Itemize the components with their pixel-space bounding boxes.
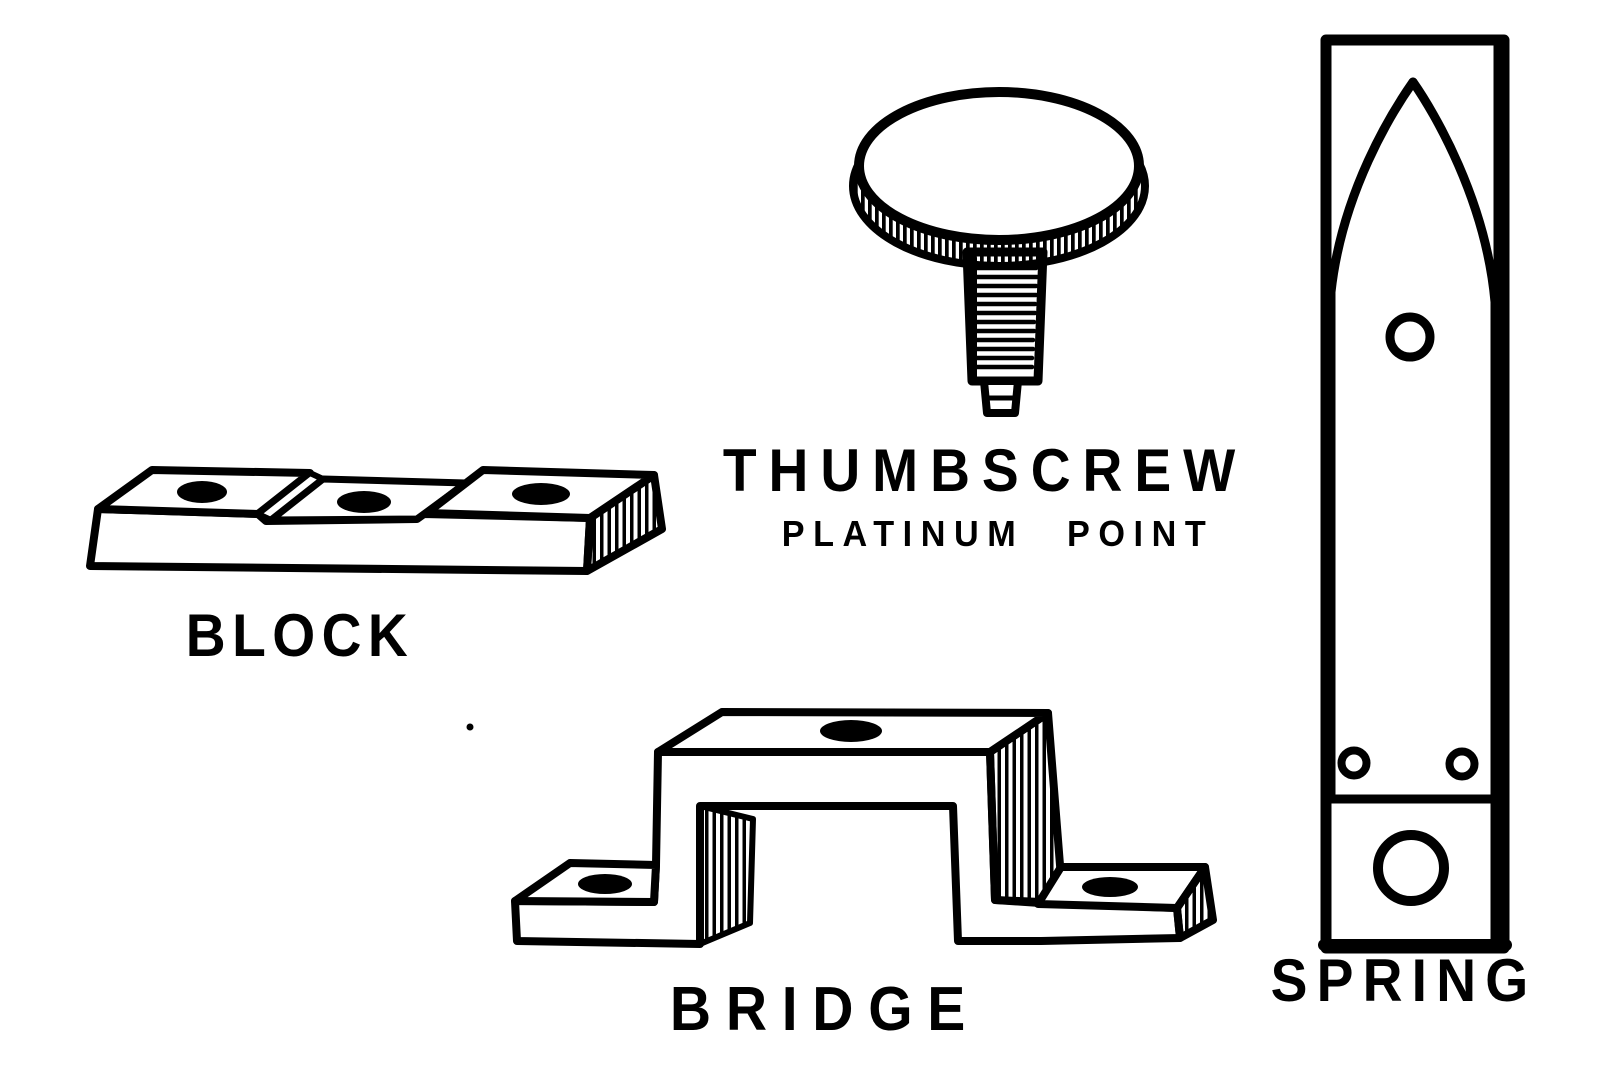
- bridge-hole-right-foot: [1082, 877, 1138, 897]
- spring-upper-hole: [1385, 312, 1435, 362]
- spring-blade-outline: [1326, 77, 1418, 802]
- spring-small-hole-right: [1445, 747, 1479, 781]
- bridge-arch-inner-wall: [697, 803, 756, 947]
- spring-small-hole-left: [1337, 746, 1371, 780]
- block-hole-left: [177, 481, 227, 503]
- label-platinum-point: PLATINUM POINT: [781, 513, 1215, 554]
- block-hole-center: [337, 491, 391, 513]
- spring-plate: [1320, 34, 1510, 954]
- label-spring: SPRING: [1270, 947, 1538, 1014]
- bridge-hole-top: [820, 720, 882, 742]
- bridge-hole-left-foot: [578, 874, 632, 894]
- bridge-front-face: [511, 748, 1184, 948]
- bridge-right-foot-end: [1173, 863, 1217, 942]
- label-thumbscrew: THUMBSCREW: [722, 437, 1248, 504]
- spring-drawing: [1318, 34, 1512, 954]
- head-top-face: [854, 87, 1144, 245]
- spring-blade-outline-right: [1408, 77, 1500, 947]
- label-bridge: BRIDGE: [669, 975, 981, 1044]
- threaded-shank: [962, 247, 1048, 417]
- block-drawing: [86, 466, 666, 575]
- thumbscrew-drawing: [849, 87, 1149, 417]
- block-hole-right: [512, 483, 570, 505]
- spring-large-hole: [1373, 830, 1449, 906]
- label-block: BLOCK: [185, 602, 415, 669]
- bridge-drawing: [511, 708, 1217, 948]
- ink-dot: [466, 723, 474, 731]
